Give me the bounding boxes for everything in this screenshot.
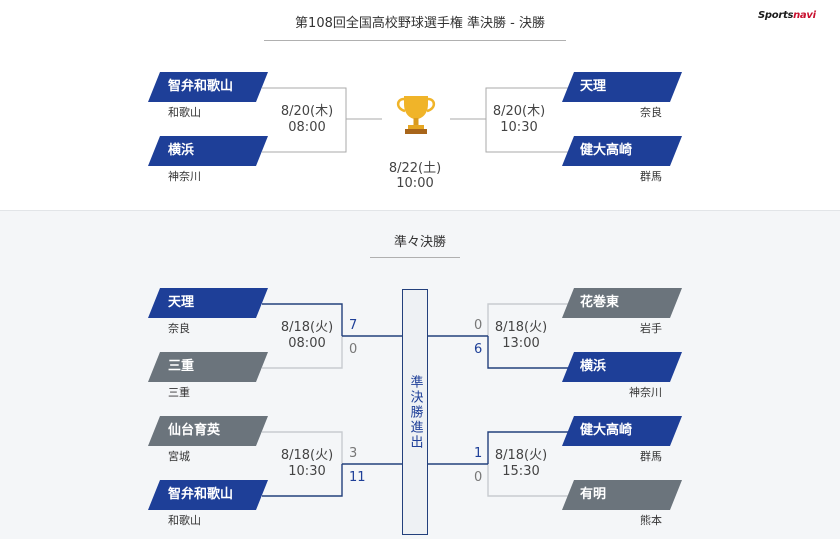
sportsnavi-logo[interactable]: Sportsnavi: [758, 10, 816, 21]
semifinal-title: 第108回全国高校野球選手権 準決勝 - 決勝: [295, 16, 545, 31]
final-schedule: 8/22(土) 10:00: [375, 161, 455, 191]
team-tile-yokohama[interactable]: 横浜: [562, 352, 682, 382]
team-score: 6: [474, 342, 483, 357]
match-schedule: 8/18(火) 15:30: [486, 448, 556, 480]
team-tile-tenri[interactable]: 天理: [562, 72, 682, 102]
match-time: 13:00: [502, 336, 540, 351]
team-tile-hanamakihigashi[interactable]: 花巻東: [562, 288, 682, 318]
match-date: 8/18(火): [280, 320, 334, 335]
match-time: 08:00: [288, 336, 326, 351]
team-tile-kendai-takasaki[interactable]: 健大高崎: [562, 136, 682, 166]
team-tile-ariake[interactable]: 有明: [562, 480, 682, 510]
trophy-icon: [396, 96, 436, 134]
match-schedule: 8/18(火) 08:00: [272, 320, 342, 352]
team-tile-tenri[interactable]: 天理: [148, 288, 268, 318]
match-time: 10:30: [288, 464, 326, 479]
match-date: 8/20(木): [280, 104, 334, 119]
match-date: 8/18(火): [280, 448, 334, 463]
match-time: 08:00: [288, 120, 326, 135]
match-schedule: 8/20(木) 10:30: [484, 104, 554, 136]
match-date: 8/18(火): [494, 320, 548, 335]
team-score: 7: [349, 318, 358, 333]
team-score: 1: [474, 446, 483, 461]
match-date: 8/20(木): [492, 104, 546, 119]
team-prefecture: 三重: [168, 386, 190, 399]
team-score: 3: [349, 446, 358, 461]
team-prefecture: 熊本: [640, 514, 662, 527]
team-prefecture: 奈良: [168, 322, 190, 335]
final-date: 8/22(土): [388, 161, 442, 176]
final-time: 10:00: [396, 176, 434, 191]
team-tile-chiben-wakayama[interactable]: 智弁和歌山: [148, 480, 268, 510]
team-score: 0: [474, 470, 483, 485]
team-tile-chiben-wakayama[interactable]: 智弁和歌山: [148, 72, 268, 102]
semifinal-title-divider: [264, 40, 566, 41]
advance-label: 準決勝進出: [407, 374, 423, 450]
team-prefecture: 群馬: [640, 170, 662, 183]
team-prefecture: 群馬: [640, 450, 662, 463]
team-score: 11: [349, 470, 366, 485]
match-time: 10:30: [500, 120, 538, 135]
team-tile-kendai-takasaki[interactable]: 健大高崎: [562, 416, 682, 446]
match-schedule: 8/20(木) 08:00: [272, 104, 342, 136]
team-score: 0: [349, 342, 358, 357]
quarterfinal-title: 準々決勝: [393, 235, 446, 250]
team-prefecture: 宮城: [168, 450, 190, 463]
match-date: 8/18(火): [494, 448, 548, 463]
team-score: 0: [474, 318, 483, 333]
team-prefecture: 和歌山: [168, 106, 201, 119]
team-tile-sendai-ikuei[interactable]: 仙台育英: [148, 416, 268, 446]
team-prefecture: 奈良: [640, 106, 662, 119]
team-prefecture: 和歌山: [168, 514, 201, 527]
team-tile-yokohama[interactable]: 横浜: [148, 136, 268, 166]
team-tile-mie[interactable]: 三重: [148, 352, 268, 382]
quarterfinal-title-divider: [370, 257, 460, 258]
match-time: 15:30: [502, 464, 540, 479]
advance-to-semifinal-box: 準決勝進出: [402, 289, 428, 535]
team-prefecture: 神奈川: [168, 170, 201, 183]
team-prefecture: 岩手: [640, 322, 662, 335]
match-schedule: 8/18(火) 13:00: [486, 320, 556, 352]
team-prefecture: 神奈川: [629, 386, 662, 399]
match-schedule: 8/18(火) 10:30: [272, 448, 342, 480]
